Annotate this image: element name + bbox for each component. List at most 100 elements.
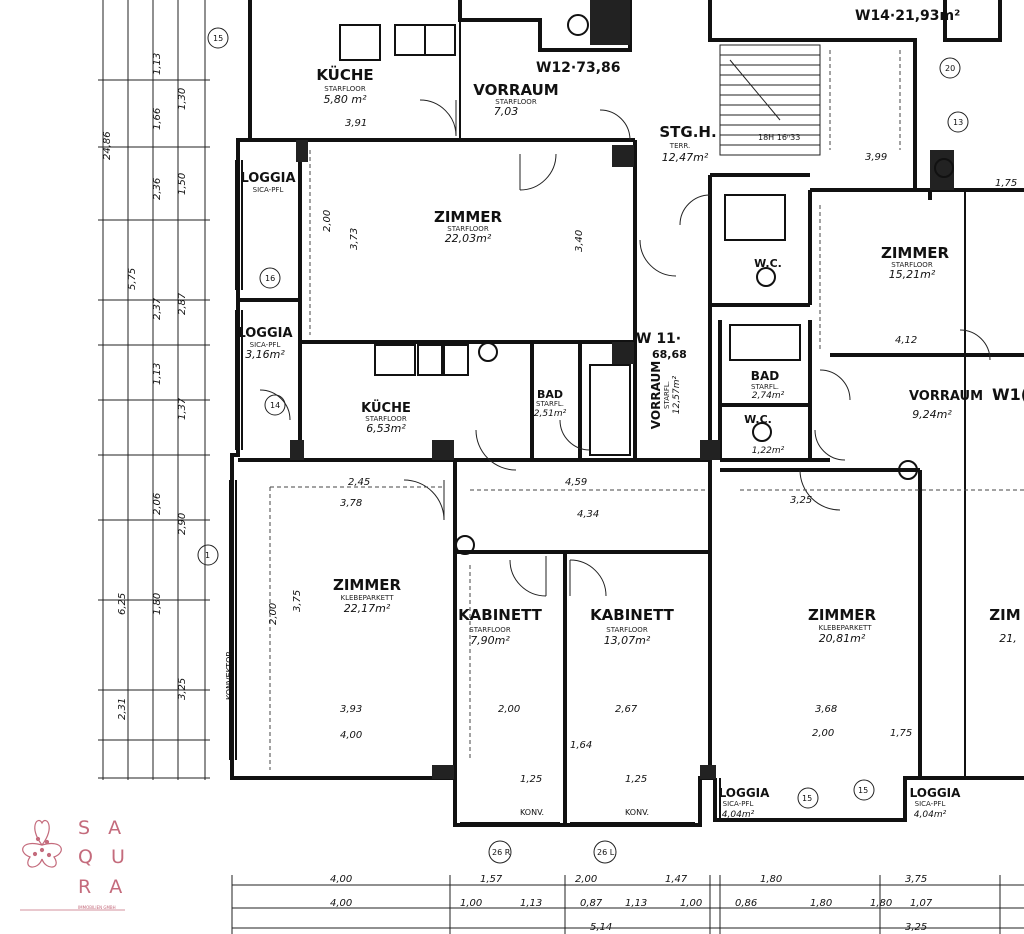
dim-label: 0,86 <box>735 898 757 909</box>
marker-label: 20 <box>945 64 955 73</box>
room-name: ZIMMER <box>881 244 950 262</box>
room-area: 22,17m² <box>344 602 391 615</box>
dim-label: 1,80 <box>152 593 163 615</box>
room-name: LOGGIA <box>910 786 962 800</box>
dim-label: 0,87 <box>580 898 603 909</box>
dim-label: 5,75 <box>127 268 138 290</box>
marker-label: 15 <box>802 794 812 803</box>
room-kabinett-1: KABINETT STARFLOOR 7,90m² <box>458 606 543 647</box>
dim-label: 5,14 <box>590 922 612 933</box>
stair-label: 18H 16ⁿ33 <box>758 133 800 142</box>
room-area: 12,57m² <box>672 376 682 415</box>
room-loggia-a: LOGGIA SICA-PFL <box>240 171 295 194</box>
room-bad-left: BAD STARFL. 2,51m² <box>534 388 567 419</box>
room-area: 12,47m² <box>662 151 709 164</box>
staircase <box>719 44 901 156</box>
dim-label: 3,91 <box>345 118 367 129</box>
room-name: KABINETT <box>458 606 543 624</box>
dim-label: 1,47 <box>665 874 688 885</box>
room-name: LOGGIA <box>719 786 771 800</box>
room-wc-top: W.C. <box>754 257 782 270</box>
logo-line-3: R A <box>78 876 128 898</box>
konv-label-right: KONV. <box>625 808 649 817</box>
dim-label: 3,68 <box>815 704 837 715</box>
room-vorraum-top: VORRAUM STARFLOOR 7,03 <box>473 81 558 118</box>
dim-label: 1,07 <box>910 898 933 909</box>
room-area: 22,03m² <box>445 232 492 245</box>
room-name: LOGGIA <box>240 171 295 186</box>
dim-label: 1,75 <box>995 178 1017 189</box>
room-floor: STARFL. <box>536 400 564 408</box>
windows <box>229 160 695 824</box>
room-floor: KLEBEPARKETT <box>818 624 872 632</box>
dim-label: 2,90 <box>177 513 188 535</box>
dim-label: 2,31 <box>117 698 128 720</box>
room-stgh: STG.H. TERR. 12,47m² <box>659 123 716 164</box>
dim-label: 2,37 <box>152 297 163 320</box>
room-area: 20,81m² <box>819 632 866 645</box>
room-name: BAD <box>537 388 563 401</box>
dim-label: 4,00 <box>340 730 362 741</box>
room-floor: STARFLOOR <box>447 225 489 233</box>
dim-label: 1,75 <box>890 728 912 739</box>
room-name: VORRAUM <box>909 389 983 404</box>
dim-label: 1,80 <box>870 898 892 909</box>
logo-line-2: Q U <box>78 846 131 868</box>
dim-label: 1,13 <box>152 53 163 75</box>
left-dimension-text: 24,86 5,75 6,25 2,31 1,13 1,66 2,36 2,37… <box>102 53 188 720</box>
room-floor: SICA-PFL <box>723 800 754 808</box>
room-kabinett-2: KABINETT STARFLOOR 13,07m² <box>590 606 675 647</box>
dim-label: 3,93 <box>340 704 362 715</box>
room-vorraum-w11: VORRAUM STARFL. 12,57m² <box>649 361 682 429</box>
dim-label: 2,87 <box>177 292 188 315</box>
room-area: 7,90m² <box>470 634 510 647</box>
dim-label: 1,13 <box>520 898 542 909</box>
unit-w11: W 11· <box>636 331 681 347</box>
dim-label: 1,13 <box>625 898 647 909</box>
dim-label: 2,00 <box>498 704 520 715</box>
dim-label: 1,80 <box>760 874 782 885</box>
marker-label: 16 <box>265 274 275 283</box>
room-name: W.C. <box>754 257 782 270</box>
room-kueche-top: KÜCHE STARFLOOR 5,80 m² <box>316 65 373 106</box>
dim-label: 2,00 <box>575 874 597 885</box>
dim-label: 3,25 <box>790 495 812 506</box>
room-kueche-mid: KÜCHE STARFLOOR 6,53m² <box>361 400 411 435</box>
marker-label: 26 R <box>492 848 511 857</box>
room-floor: STARFLOOR <box>324 85 366 93</box>
dim-label: 1,64 <box>570 740 592 751</box>
room-floor: STARFLOOR <box>469 626 511 634</box>
room-name: KABINETT <box>590 606 675 624</box>
room-floor: TERR. <box>669 142 690 150</box>
room-wc-right: W.C. 1,22m² <box>744 413 784 456</box>
room-zimmer-far: ZIM 21, <box>989 606 1020 645</box>
dim-label: 2,45 <box>348 477 370 488</box>
room-floor: STARFLOOR <box>606 626 648 634</box>
dim-label: 2,00 <box>812 728 834 739</box>
logo-line-1: S A <box>78 817 127 839</box>
dim-label: 1,57 <box>480 874 503 885</box>
dim-label: 1,25 <box>520 774 542 785</box>
marker-label: 1 <box>205 551 210 560</box>
dim-label: 1,25 <box>625 774 647 785</box>
bottom-dimension-text: 4,00 1,57 2,00 1,47 1,80 3,75 4,00 1,00 … <box>330 874 933 933</box>
room-vorraum-right: VORRAUM 9,24m² <box>909 389 983 421</box>
room-floor: KLEBEPARKETT <box>340 594 394 602</box>
room-area: 1,22m² <box>752 446 785 456</box>
dim-label: 3,40 <box>574 230 585 252</box>
room-bad-right: BAD STARFL. 2,74m² <box>751 369 785 401</box>
room-area: 4,04m² <box>722 810 755 820</box>
marker-label: 15 <box>858 786 868 795</box>
room-name: W.C. <box>744 413 772 426</box>
room-zimmer-top: ZIMMER STARFLOOR 22,03m² <box>434 208 503 245</box>
dim-label: 3,25 <box>905 922 927 933</box>
dim-label: 24,86 <box>102 131 113 160</box>
room-name: BAD <box>751 369 779 383</box>
room-floor: SICA-PFL <box>250 341 281 349</box>
marker-label: 14 <box>270 401 280 410</box>
misc-labels: KONV. KONV. KONVEKTOR 18H 16ⁿ33 <box>225 133 800 817</box>
room-area: 9,24m² <box>912 408 952 421</box>
room-name: LOGGIA <box>237 326 292 341</box>
room-name: ZIMMER <box>434 208 503 226</box>
dim-label: 3,75 <box>292 590 303 612</box>
